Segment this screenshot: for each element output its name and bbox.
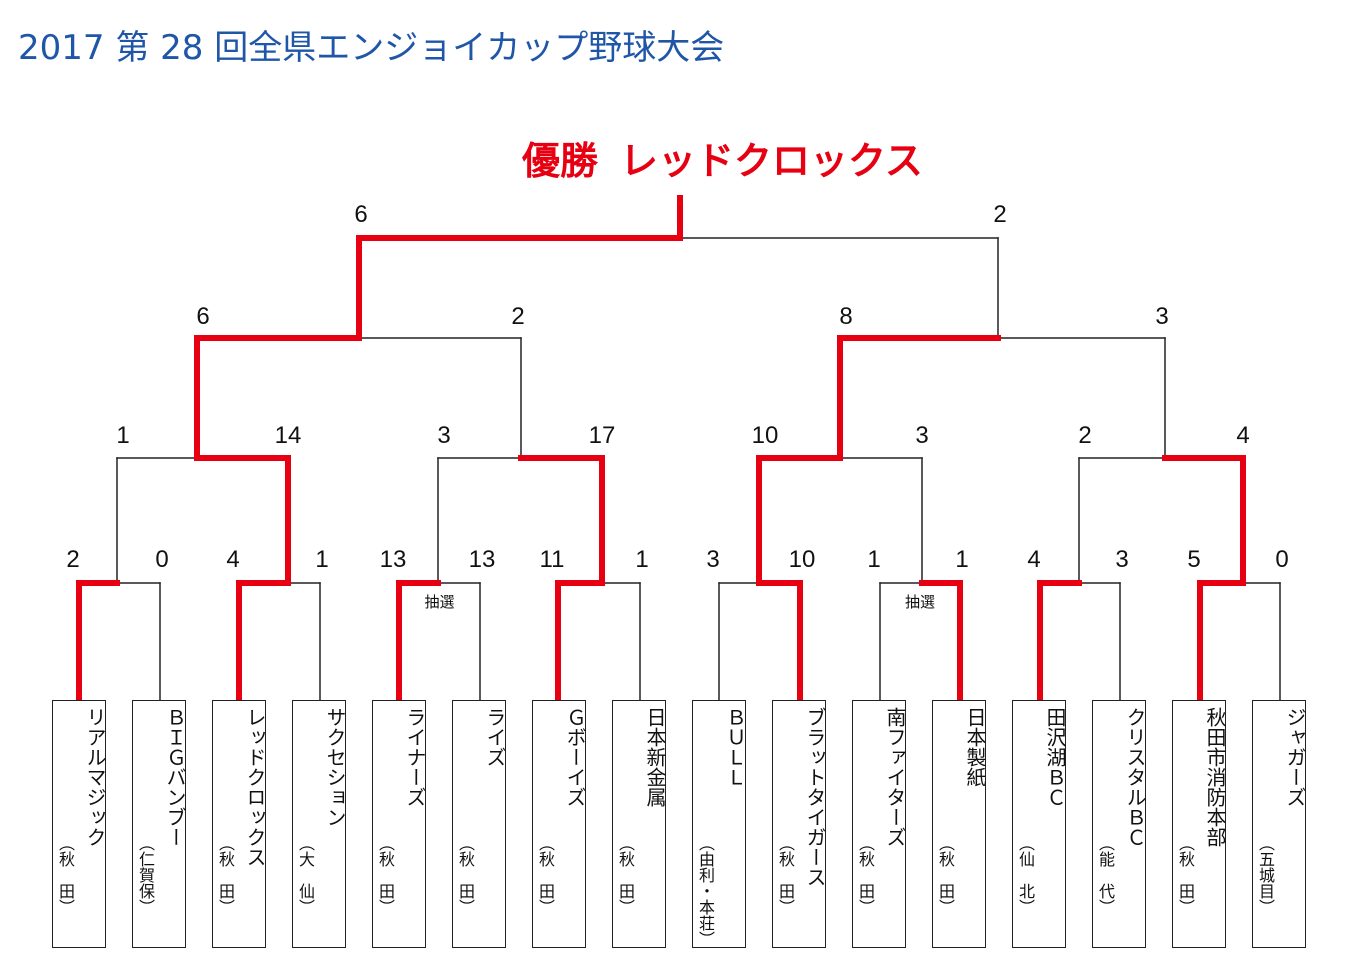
team-name: 田沢湖ＢＣ — [1043, 707, 1067, 807]
match-score: 0 — [155, 546, 169, 573]
match-score: 11 — [539, 546, 565, 573]
team-box: 日本新金属 （秋 田） — [612, 700, 667, 948]
page-title: 2017 第 28 回全県エンジョイカップ野球大会 — [18, 28, 725, 68]
team-origin: （大 仙） — [296, 835, 315, 915]
team-name: ＢＵＬＬ — [723, 707, 747, 787]
match-score: 3 — [437, 422, 451, 449]
team-name: 南ファイターズ — [883, 707, 907, 847]
team-name: ＢＩＧバンブー — [163, 707, 187, 847]
team-origin: （秋 田） — [616, 835, 635, 915]
match-score: 2 — [1078, 422, 1092, 449]
team-origin: （秋 田） — [56, 835, 75, 915]
match-score: 10 — [788, 546, 816, 573]
team-box: ＢＩＧバンブー （仁賀保） — [132, 700, 187, 948]
team-name: レッドクロックス — [243, 707, 267, 867]
champion-team: レッドクロックス — [620, 139, 923, 183]
lottery-note: 抽選 — [424, 593, 455, 611]
match-score: 3 — [915, 422, 929, 449]
team-origin: （秋 田） — [776, 835, 795, 915]
match-score: 4 — [1027, 546, 1041, 573]
team-origin: （能 代） — [1096, 835, 1115, 915]
team-box: レッドクロックス （秋 田） — [212, 700, 267, 948]
team-name: クリスタルＢＣ — [1123, 707, 1147, 847]
match-score: 1 — [116, 422, 130, 449]
team-name: リアルマジック — [83, 707, 107, 847]
match-score: 2 — [66, 546, 80, 573]
champion-label: 優勝 — [522, 139, 599, 183]
match-score: 17 — [588, 422, 616, 449]
team-name: ブラットタイガース — [803, 707, 827, 887]
team-box: 南ファイターズ （秋 田） — [852, 700, 907, 948]
match-score: 0 — [1275, 546, 1289, 573]
team-origin: （秋 田） — [376, 835, 395, 915]
match-score: 14 — [274, 422, 302, 449]
match-score: 3 — [1115, 546, 1129, 573]
team-origin: （秋 田） — [216, 835, 235, 915]
team-box: サクセション （大 仙） — [292, 700, 347, 948]
team-origin: （秋 田） — [536, 835, 555, 915]
match-score: 1 — [315, 546, 329, 573]
match-score: 10 — [751, 422, 779, 449]
team-name: ライズ — [483, 707, 507, 767]
team-box: 田沢湖ＢＣ （仙 北） — [1012, 700, 1067, 948]
team-box: ジャガーズ （五城目） — [1252, 700, 1307, 948]
match-score: 4 — [1236, 422, 1250, 449]
team-name: Ｇボーイズ — [563, 707, 587, 807]
match-score: 3 — [1155, 303, 1169, 330]
team-origin: （秋 田） — [1176, 835, 1195, 915]
match-score: 2 — [511, 303, 525, 330]
match-score: 1 — [955, 546, 969, 573]
team-name: ジャガーズ — [1283, 707, 1307, 807]
match-score: 13 — [468, 546, 496, 573]
team-name: ライナーズ — [403, 707, 427, 807]
team-box: Ｇボーイズ （秋 田） — [532, 700, 587, 948]
match-score: 2 — [993, 201, 1007, 228]
team-name: サクセション — [323, 707, 347, 827]
team-origin: （仙 北） — [1016, 835, 1035, 915]
team-box: 日本製紙 （秋 田） — [932, 700, 987, 948]
team-box: ＢＵＬＬ （由利・本荘） — [692, 700, 747, 948]
team-origin: （秋 田） — [456, 835, 475, 915]
match-score: 4 — [226, 546, 240, 573]
team-box: リアルマジック （秋 田） — [52, 700, 107, 948]
team-box: 秋田市消防本部 （秋 田） — [1172, 700, 1227, 948]
team-name: 日本新金属 — [643, 707, 667, 807]
match-score: 1 — [867, 546, 881, 573]
team-name: 秋田市消防本部 — [1203, 707, 1227, 847]
lottery-note: 抽選 — [904, 593, 936, 611]
team-origin: （五城目） — [1256, 835, 1275, 915]
team-origin: （秋 田） — [936, 835, 955, 915]
match-score: 8 — [839, 303, 853, 330]
team-box: ライズ （秋 田） — [452, 700, 507, 948]
match-score: 6 — [196, 303, 210, 330]
match-score: 6 — [354, 201, 368, 228]
team-box: ブラットタイガース （秋 田） — [772, 700, 827, 948]
team-box: ライナーズ （秋 田） — [372, 700, 427, 948]
match-score: 3 — [706, 546, 720, 573]
team-name: 日本製紙 — [963, 707, 987, 787]
team-origin: （秋 田） — [856, 835, 875, 915]
team-box: クリスタルＢＣ （能 代） — [1092, 700, 1147, 948]
team-origin: （仁賀保） — [136, 835, 155, 915]
champion-banner: 優勝レッドクロックス — [522, 130, 945, 185]
match-score: 5 — [1187, 546, 1201, 573]
match-score: 1 — [635, 546, 649, 573]
match-score: 13 — [379, 546, 407, 573]
team-origin: （由利・本荘） — [696, 835, 715, 947]
